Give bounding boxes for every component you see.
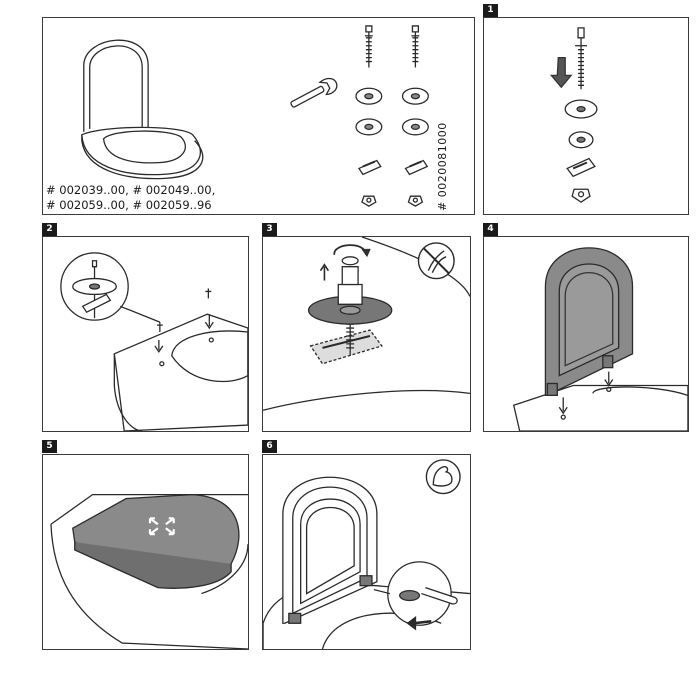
wrench-illustration [290,77,338,108]
adjust-arrows-icon [148,517,175,536]
model-number-line-2: # 002059..00, # 002059..96 [46,198,212,212]
step-4-illustration [512,247,688,431]
step-label-3: 3 [262,223,277,236]
step-1-illustration [549,27,598,203]
step-label-5: 5 [42,440,57,453]
hardware-column-left [355,25,383,207]
step-label-1: 1 [483,4,498,17]
step-2-illustration [60,252,248,431]
step-label-4: 4 [483,223,498,236]
overview-panel: # 002039..00, # 002049..00, # 002059..00… [42,17,475,215]
model-number-line-1: # 002039..00, # 002049..00, [46,183,216,197]
step-3-illustration [263,237,470,411]
kit-part-number: # 0020081000 [436,122,449,211]
step-6-illustration [263,459,470,649]
strong-arm-icon [425,459,461,495]
overview-illustration [81,25,429,207]
step-5-illustration [50,493,248,649]
step-3-panel [262,236,471,432]
step-1-panel [483,17,689,215]
step-label-6: 6 [262,440,277,453]
step-6-panel [262,454,471,650]
step-label-2: 2 [42,223,57,236]
hardware-column-right [401,25,429,207]
toilet-seat-illustration [81,39,204,180]
step-5-panel [42,454,249,650]
no-pliers-icon [417,242,455,280]
step-2-panel [42,236,249,432]
step-4-panel [483,236,689,432]
